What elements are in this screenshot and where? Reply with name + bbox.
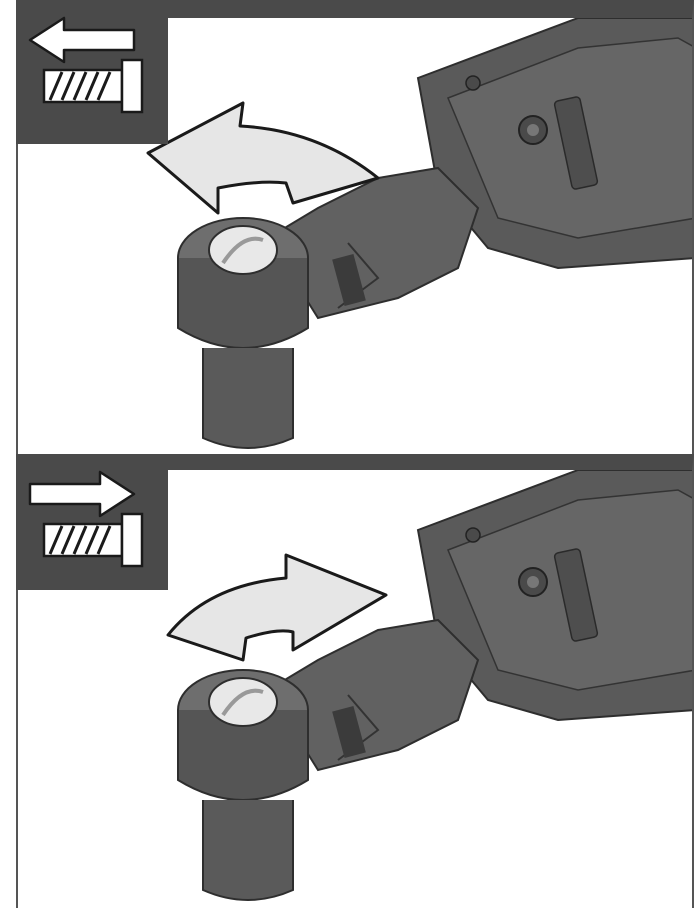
direction-badge-tighten: [16, 454, 168, 590]
arrow-left-icon: [28, 16, 136, 64]
ratchet-illustration-loosen: [146, 18, 692, 449]
rotation-arrow-clockwise: [166, 553, 388, 662]
rotation-arrow-counterclockwise: [146, 101, 380, 215]
direction-badge-loosen: [16, 0, 168, 144]
bolt-icon: [42, 512, 144, 568]
arrow-right-icon: [28, 470, 136, 518]
bolt-icon: [42, 58, 144, 114]
ratchet-illustration-tighten: [166, 470, 692, 901]
panel-loosen: [16, 0, 694, 454]
